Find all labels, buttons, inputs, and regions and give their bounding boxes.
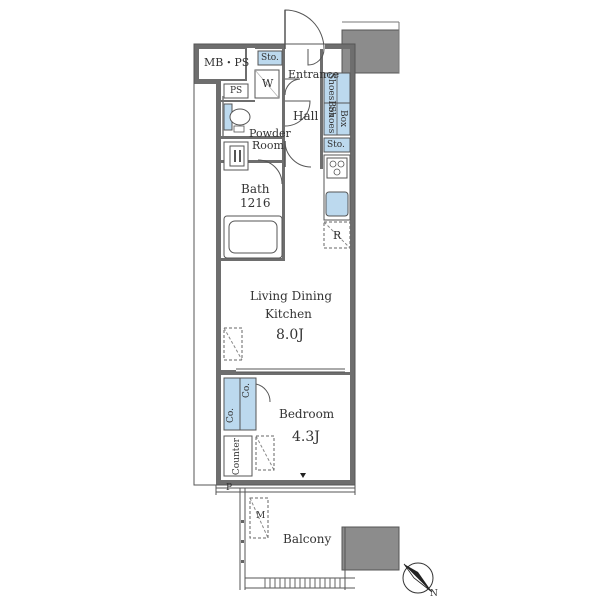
external-shaft-bottom xyxy=(341,526,400,571)
mb-ps-room xyxy=(197,47,247,81)
ps-box xyxy=(223,83,249,99)
storage-top xyxy=(257,50,283,66)
walls xyxy=(194,44,355,485)
ldk-area-label: 8.0J xyxy=(276,327,304,343)
storage-mid xyxy=(323,137,351,153)
toilet-sink xyxy=(233,125,245,133)
shoes-box-label-2a: Shoes xyxy=(326,106,336,134)
entrance-label: Entrance xyxy=(288,68,340,81)
powder-room-label-2: Room xyxy=(252,139,284,152)
entrance-door-swing xyxy=(284,9,325,50)
counter-label: Counter xyxy=(232,438,242,476)
bedroom-label: Bedroom xyxy=(279,407,335,421)
bath-door-swing xyxy=(257,159,283,185)
hall-label: Hall xyxy=(293,109,319,123)
bath-label: Bath xyxy=(241,182,270,196)
powder-door-swing xyxy=(284,140,312,168)
ps-label: PS xyxy=(230,86,243,96)
bedroom-dashed-box xyxy=(255,435,275,471)
washer-space xyxy=(254,69,280,99)
hall-door-swing xyxy=(284,100,311,127)
powder-room-label-1: Powder xyxy=(249,127,291,140)
toilet-bowl xyxy=(229,108,251,126)
down-triangle-icon xyxy=(300,473,306,478)
balcony-side-rail xyxy=(241,520,244,563)
closet-co-2 xyxy=(239,377,257,431)
m-label: M xyxy=(256,511,266,521)
p-label: P xyxy=(226,483,233,493)
aircon-unit xyxy=(249,497,269,539)
balcony-railing xyxy=(264,578,341,588)
fridge-space xyxy=(323,221,351,249)
stove xyxy=(326,157,348,179)
shoes-door xyxy=(307,48,325,66)
shoes-box-label-1: ShoesBox xyxy=(326,73,336,118)
entrance-inner-door xyxy=(284,78,301,96)
washer-label: W xyxy=(262,77,274,90)
mb-ps-label: MB・PS xyxy=(204,56,250,69)
balcony-label: Balcony xyxy=(283,532,332,546)
fridge-label: R xyxy=(333,229,342,242)
shoes-box-label-2b: Box xyxy=(338,110,348,128)
bedroom-area-label: 4.3J xyxy=(292,429,320,445)
storage-mid-label: Sto. xyxy=(327,140,345,150)
closet-co-label-2: Co. xyxy=(242,383,252,399)
ldk-label-1: Living Dining xyxy=(250,289,333,303)
storage-top-label: Sto. xyxy=(261,53,279,63)
ldk-label-2: Kitchen xyxy=(265,307,312,321)
counter xyxy=(223,435,253,477)
bath-size-label: 1216 xyxy=(240,196,271,210)
closet-door-swing xyxy=(255,383,271,403)
closet-co-label-1: Co. xyxy=(226,408,236,424)
kitchen-sink xyxy=(325,191,349,217)
north-label: N xyxy=(430,589,438,599)
north-arrow-icon xyxy=(402,562,434,594)
